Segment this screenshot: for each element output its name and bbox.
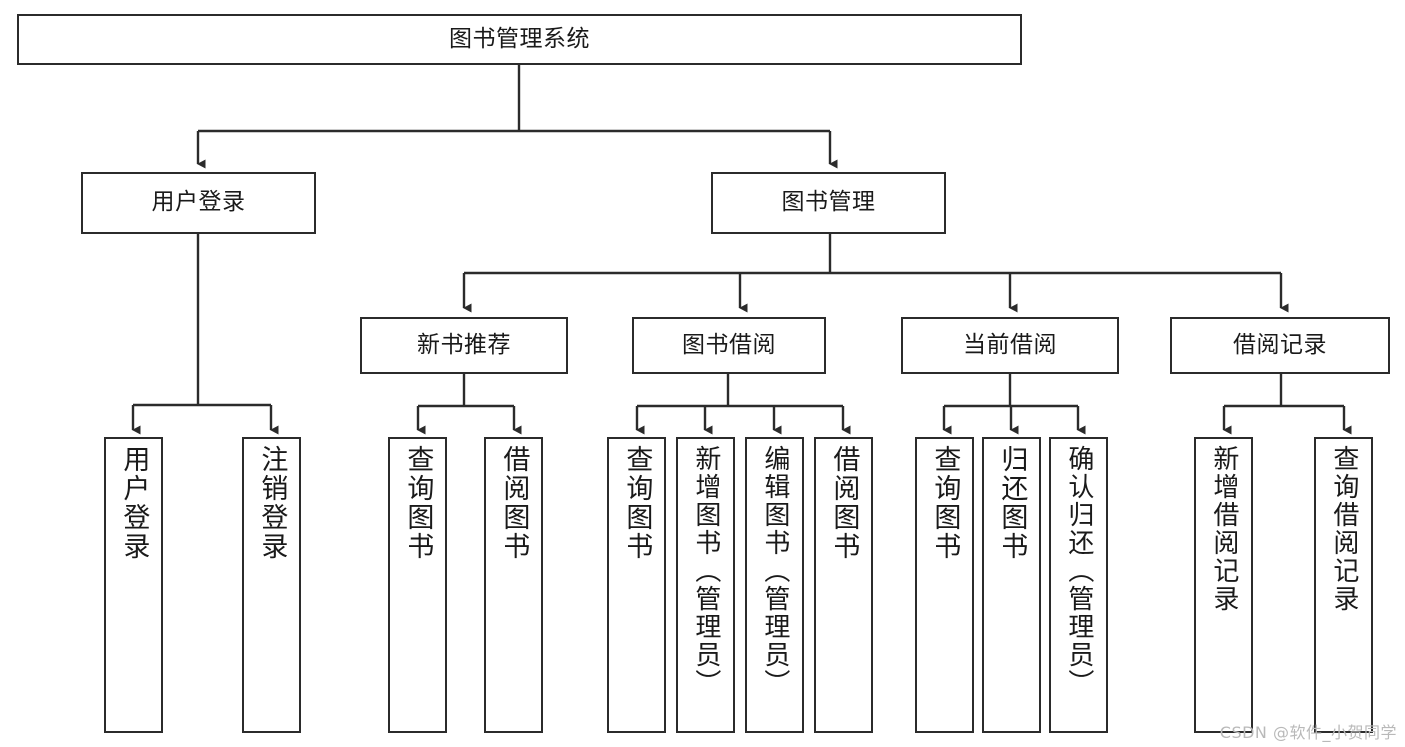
node-current-borrow[interactable]: 当前借阅 bbox=[901, 317, 1119, 374]
leaf-current-confirm-return-admin[interactable]: 确认归还（管理员） bbox=[1049, 437, 1108, 733]
node-label: 新增借阅记录 bbox=[1208, 445, 1239, 613]
node-new-book-recommend[interactable]: 新书推荐 bbox=[360, 317, 568, 374]
leaf-current-return-books[interactable]: 归还图书 bbox=[982, 437, 1041, 733]
node-label: 编辑图书（管理员） bbox=[759, 445, 790, 697]
node-label: 借阅图书 bbox=[498, 445, 530, 561]
csdn-watermark: CSDN @软件_小贺同学 bbox=[1219, 723, 1397, 742]
node-label: 查询图书 bbox=[929, 445, 961, 561]
node-label: 图书管理系统 bbox=[449, 25, 590, 52]
node-label: 借阅图书 bbox=[828, 445, 860, 561]
node-label: 查询借阅记录 bbox=[1328, 445, 1359, 613]
leaf-user-login[interactable]: 用户登录 bbox=[104, 437, 163, 733]
node-label: 新增图书（管理员） bbox=[690, 445, 721, 697]
leaf-borrow-borrow-books[interactable]: 借阅图书 bbox=[814, 437, 873, 733]
node-label: 当前借阅 bbox=[963, 331, 1057, 358]
node-label: 确认归还（管理员） bbox=[1063, 445, 1094, 697]
node-book-borrow[interactable]: 图书借阅 bbox=[632, 317, 826, 374]
leaf-borrow-query-books[interactable]: 查询图书 bbox=[607, 437, 666, 733]
node-label: 注销登录 bbox=[256, 445, 288, 561]
leaf-recommend-query-books[interactable]: 查询图书 bbox=[388, 437, 447, 733]
node-label: 归还图书 bbox=[996, 445, 1028, 561]
node-label: 借阅记录 bbox=[1233, 331, 1327, 358]
node-label: 新书推荐 bbox=[417, 331, 511, 358]
leaf-borrow-add-book-admin[interactable]: 新增图书（管理员） bbox=[676, 437, 735, 733]
node-root-library-management-system[interactable]: 图书管理系统 bbox=[17, 14, 1022, 65]
leaf-recommend-borrow-books[interactable]: 借阅图书 bbox=[484, 437, 543, 733]
leaf-borrow-edit-book-admin[interactable]: 编辑图书（管理员） bbox=[745, 437, 804, 733]
leaf-current-query-books[interactable]: 查询图书 bbox=[915, 437, 974, 733]
node-label: 查询图书 bbox=[402, 445, 434, 561]
node-label: 查询图书 bbox=[621, 445, 653, 561]
node-label: 用户登录 bbox=[151, 189, 246, 216]
leaf-records-add-record[interactable]: 新增借阅记录 bbox=[1194, 437, 1253, 733]
node-label: 用户登录 bbox=[118, 445, 150, 561]
node-label: 图书管理 bbox=[781, 189, 876, 216]
leaf-records-query-record[interactable]: 查询借阅记录 bbox=[1314, 437, 1373, 733]
node-user-login[interactable]: 用户登录 bbox=[81, 172, 316, 234]
leaf-user-logout[interactable]: 注销登录 bbox=[242, 437, 301, 733]
node-borrow-records[interactable]: 借阅记录 bbox=[1170, 317, 1390, 374]
node-label: 图书借阅 bbox=[682, 331, 776, 358]
node-book-management[interactable]: 图书管理 bbox=[711, 172, 946, 234]
